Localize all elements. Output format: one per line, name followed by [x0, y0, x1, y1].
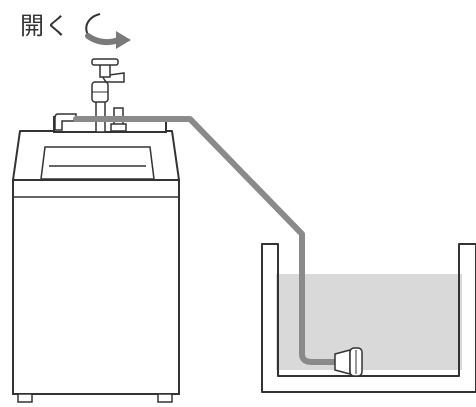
washing-machine — [13, 131, 179, 402]
hose-filter — [335, 348, 362, 376]
rotate-counterclockwise-arrow-icon — [86, 14, 131, 49]
